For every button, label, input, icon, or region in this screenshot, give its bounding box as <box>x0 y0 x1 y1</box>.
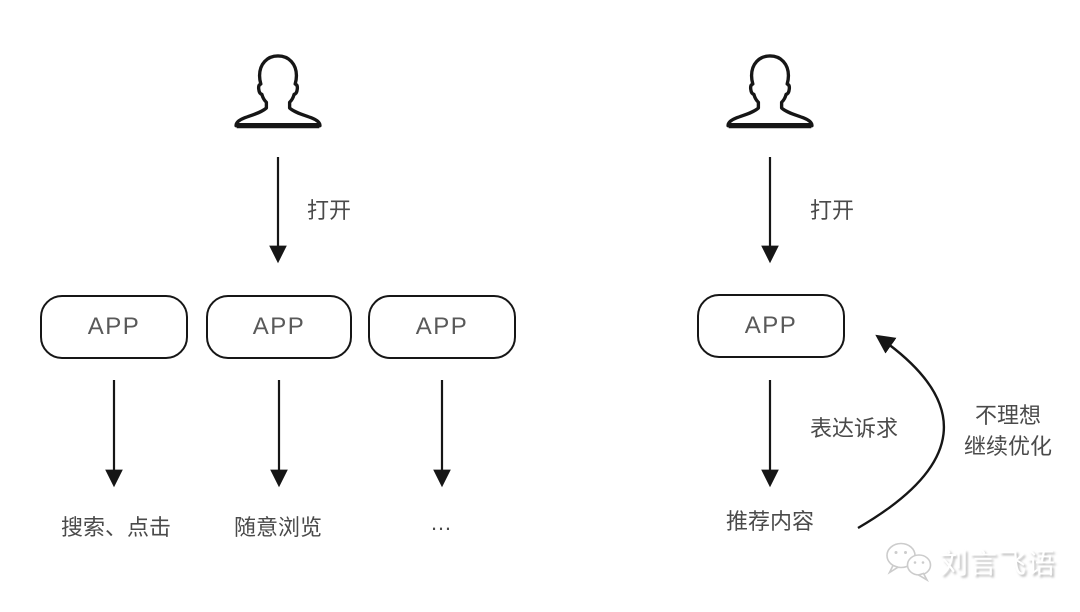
feedback-label: 不理想 继续优化 <box>964 400 1052 462</box>
watermark-text: 刘言飞语 <box>940 548 1057 579</box>
app-box-right: APP <box>697 294 845 358</box>
user-icon <box>234 54 322 129</box>
outcome-label-ellipsis: … <box>430 510 452 535</box>
open-label-left: 打开 <box>307 198 352 223</box>
user-icon <box>726 54 814 129</box>
open-label-right: 打开 <box>810 198 855 223</box>
app-box-3: APP <box>368 295 516 359</box>
app-box-2: APP <box>206 295 352 359</box>
wechat-chat-bubbles-icon <box>886 542 932 583</box>
feedback-label-line1: 不理想 <box>974 403 1042 428</box>
outcome-label-search-click: 搜索、点击 <box>60 515 172 540</box>
watermark: 刘言飞语 <box>884 541 1056 583</box>
action-label-express-demand: 表达诉求 <box>810 416 899 441</box>
app-box-1: APP <box>40 295 188 359</box>
feedback-label-line2: 继续优化 <box>963 434 1053 459</box>
outcome-label-browse: 随意浏览 <box>233 515 323 540</box>
result-label-recommended-content: 推荐内容 <box>725 509 815 534</box>
